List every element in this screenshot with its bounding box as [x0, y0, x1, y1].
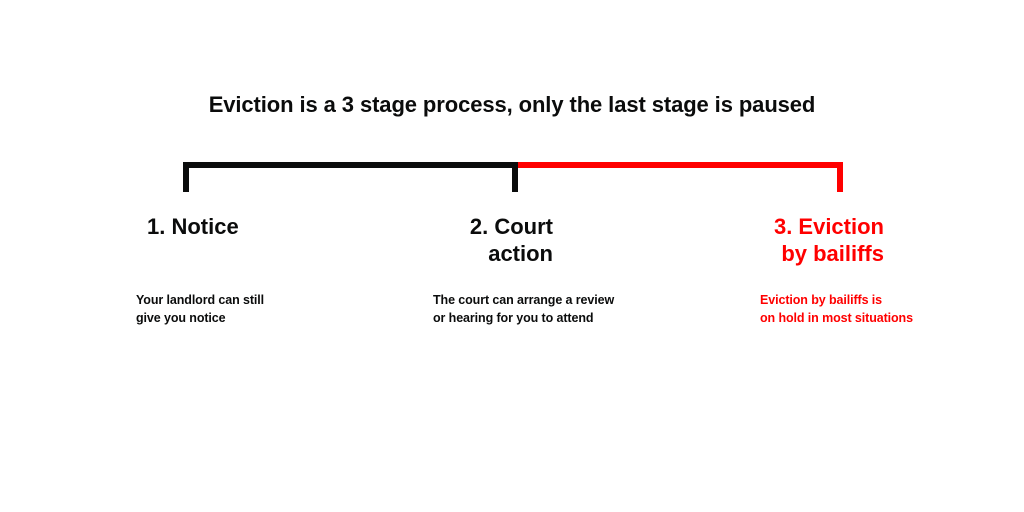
active-bracket-tick-right — [512, 162, 518, 192]
stage-court-action-heading: 2. Court action — [469, 214, 553, 266]
stage-eviction-by-bailiffs: 3. Eviction by bailiffs — [684, 213, 884, 267]
paused-bracket-bar — [518, 162, 843, 168]
paused-stage-bracket-group — [518, 162, 843, 192]
stage-eviction-by-bailiffs-heading: 3. Eviction by bailiffs — [773, 214, 884, 266]
active-stages-bracket-group — [183, 162, 520, 192]
page-title: Eviction is a 3 stage process, only the … — [208, 92, 816, 117]
stage-eviction-by-bailiffs-description: Eviction by bailiffs is on hold in most … — [760, 293, 913, 325]
stage-notice-heading: 1. Notice — [147, 214, 239, 239]
active-bracket-tick-left — [183, 162, 189, 192]
active-bracket-bar — [183, 162, 520, 168]
stage-notice: 1. Notice — [147, 213, 239, 240]
stage-court-action-description: The court can arrange a review or hearin… — [433, 293, 615, 325]
paused-bracket-tick-right — [837, 162, 843, 192]
stage-notice-description: Your landlord can still give you notice — [136, 293, 265, 325]
stage-court-action: 2. Court action — [353, 213, 553, 267]
